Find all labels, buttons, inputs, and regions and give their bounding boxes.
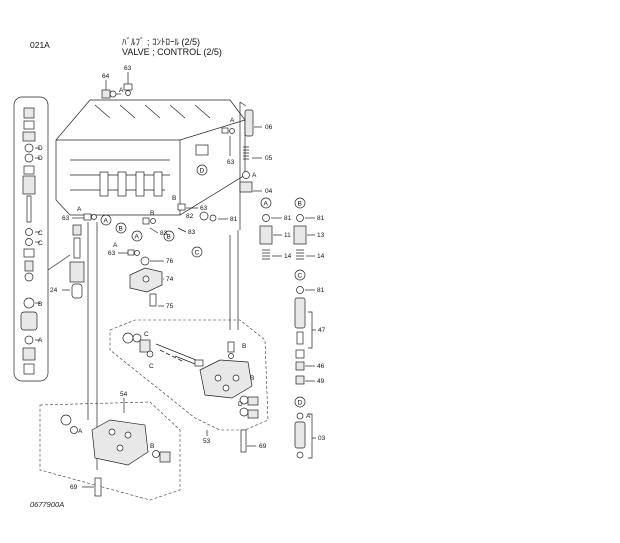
callout-11: 11 bbox=[284, 232, 291, 239]
callout-24: 24 bbox=[50, 287, 58, 294]
page-code: 021A bbox=[30, 40, 50, 50]
letter-a-54: A bbox=[78, 428, 83, 435]
callout-83-right: 83 bbox=[188, 229, 196, 236]
circle-letter-b-col: B bbox=[298, 201, 302, 208]
assembly-54: 54 A B 69 bbox=[39, 391, 181, 501]
part-03-column-d: D A 03 bbox=[294, 396, 326, 459]
part-64-plug: 64 A 63 bbox=[101, 65, 133, 99]
callout-14-a: 14 bbox=[284, 253, 292, 260]
letter-b-right: B bbox=[172, 195, 176, 202]
callout-74: 74 bbox=[166, 276, 174, 283]
callout-63-center: 63 bbox=[108, 250, 116, 257]
callout-06: 06 bbox=[265, 124, 273, 131]
callout-83-left: 83 bbox=[160, 230, 168, 237]
letter-a-04: A bbox=[252, 172, 257, 179]
callout-64: 64 bbox=[102, 73, 110, 80]
callout-05: 05 bbox=[265, 155, 273, 162]
letter-c2-53: C bbox=[149, 363, 154, 370]
callout-69-right: 69 bbox=[259, 443, 267, 450]
callout-46: 46 bbox=[317, 363, 325, 370]
callout-13: 13 bbox=[317, 232, 325, 239]
callout-03: 03 bbox=[318, 435, 326, 442]
callout-53: 53 bbox=[203, 438, 211, 445]
callout-81-a: 81 bbox=[284, 215, 292, 222]
letter-a-center: A bbox=[113, 242, 118, 249]
part-11-column-a: A 81 11 14 bbox=[259, 197, 292, 260]
body-circled-letters: A B A B C D bbox=[100, 164, 208, 258]
kit-letter-d1: D bbox=[38, 145, 43, 152]
circle-letter-c1: C bbox=[195, 250, 200, 257]
circle-letter-a1: A bbox=[104, 218, 109, 225]
letter-a-03: A bbox=[306, 413, 311, 420]
callout-63-right: 63 bbox=[200, 205, 208, 212]
callout-81-b: 81 bbox=[317, 215, 325, 222]
circle-letter-a-col: A bbox=[264, 201, 269, 208]
letter-d-53: D bbox=[238, 401, 243, 408]
kit-letter-c1: C bbox=[38, 230, 43, 237]
document-code: 0677900A bbox=[30, 500, 65, 509]
callout-54: 54 bbox=[120, 391, 128, 398]
circle-letter-a2: A bbox=[135, 234, 140, 241]
letter-b-53: B bbox=[242, 343, 246, 350]
part-63-left: 63 A bbox=[62, 206, 97, 222]
callout-81-c: 81 bbox=[317, 287, 325, 294]
callout-63-top: 63 bbox=[124, 65, 132, 72]
callout-47: 47 bbox=[318, 327, 326, 334]
circle-letter-b1: B bbox=[119, 226, 123, 233]
assembly-53: C C B B D 53 69 bbox=[109, 319, 269, 453]
letter-b-54: B bbox=[150, 443, 154, 450]
callout-14-b: 14 bbox=[317, 253, 325, 260]
callout-82: 82 bbox=[186, 213, 194, 220]
part-06-05-04: 06 A 63 05 A 04 bbox=[221, 109, 273, 195]
circle-letter-c-col: C bbox=[298, 273, 303, 280]
kit-letter-b: B bbox=[38, 301, 42, 308]
callout-49: 49 bbox=[317, 378, 325, 385]
valve-body bbox=[55, 99, 246, 216]
kit-letter-c2: C bbox=[38, 240, 43, 247]
callout-75: 75 bbox=[166, 303, 174, 310]
seal-kit-column: D D C C B A bbox=[13, 96, 49, 382]
callout-81-body: 81 bbox=[230, 216, 238, 223]
part-47-column-c: C 81 47 46 49 bbox=[294, 269, 326, 385]
letter-a-left: A bbox=[77, 206, 82, 213]
callout-04: 04 bbox=[265, 188, 273, 195]
circle-letter-d-col: D bbox=[298, 400, 303, 407]
callout-63-left: 63 bbox=[62, 215, 70, 222]
letter-a-64: A bbox=[119, 87, 124, 94]
part-74-cover: 76 74 75 bbox=[129, 256, 174, 310]
letter-c-53: C bbox=[144, 331, 149, 338]
letter-b-center: B bbox=[150, 210, 154, 217]
part-24-solenoid: 24 bbox=[47, 224, 85, 299]
letter-a-06: A bbox=[230, 117, 235, 124]
callout-69-left: 69 bbox=[70, 484, 78, 491]
part-13-column-b: B 81 13 14 bbox=[293, 197, 325, 260]
callout-76: 76 bbox=[166, 258, 174, 265]
callout-63-06: 63 bbox=[227, 159, 235, 166]
title-japanese: ﾊﾞﾙﾌﾞ ; ｺﾝﾄﾛｰﾙ (2/5) bbox=[122, 37, 201, 47]
letter-b2-53: B bbox=[250, 375, 254, 382]
circle-letter-b2: B bbox=[167, 234, 171, 241]
part-82-81-group: 63 B 82 81 83 bbox=[172, 195, 238, 236]
circle-letter-d1: D bbox=[200, 168, 205, 175]
kit-letter-a: A bbox=[38, 337, 43, 344]
kit-letter-d2: D bbox=[38, 155, 43, 162]
part-63-center: A 63 83 B bbox=[108, 210, 168, 257]
title-english: VALVE ; CONTROL (2/5) bbox=[122, 47, 222, 57]
